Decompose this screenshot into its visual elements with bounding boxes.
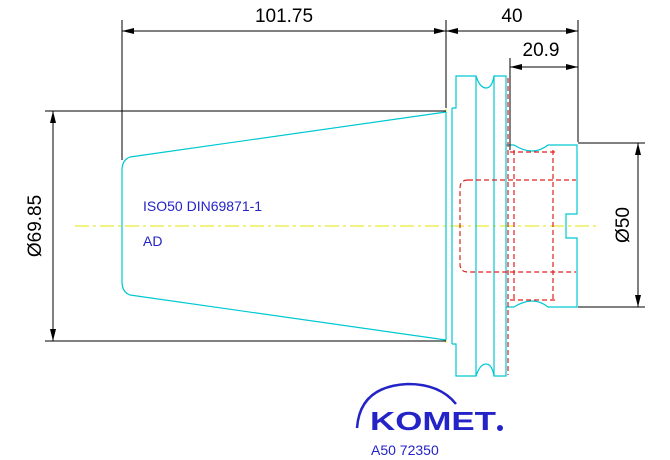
taper-outline (121, 111, 447, 341)
dim-label-50: Ø50 (613, 207, 634, 243)
shank-outline (506, 144, 578, 308)
logo-arc (355, 382, 457, 429)
dim-label-101-75: 101.75 (255, 6, 313, 27)
dim-label-69-85: Ø69.85 (25, 195, 46, 257)
form-note: AD (143, 233, 162, 249)
logo-text: KOMET (370, 406, 496, 436)
part-outline (121, 75, 578, 377)
dim-label-20-9: 20.9 (523, 40, 560, 61)
part-number: A50 72350 (371, 442, 439, 458)
komet-logo: KOMET (355, 382, 503, 436)
hidden-lines (459, 78, 576, 375)
standard-note: ISO50 DIN69871-1 (143, 198, 262, 214)
dimension-arrows (50, 28, 641, 341)
dim-label-40: 40 (501, 6, 522, 27)
logo-dot (497, 425, 503, 431)
flange-outline (452, 75, 507, 377)
inner-bore (459, 179, 576, 273)
dimension-lines (45, 20, 645, 342)
